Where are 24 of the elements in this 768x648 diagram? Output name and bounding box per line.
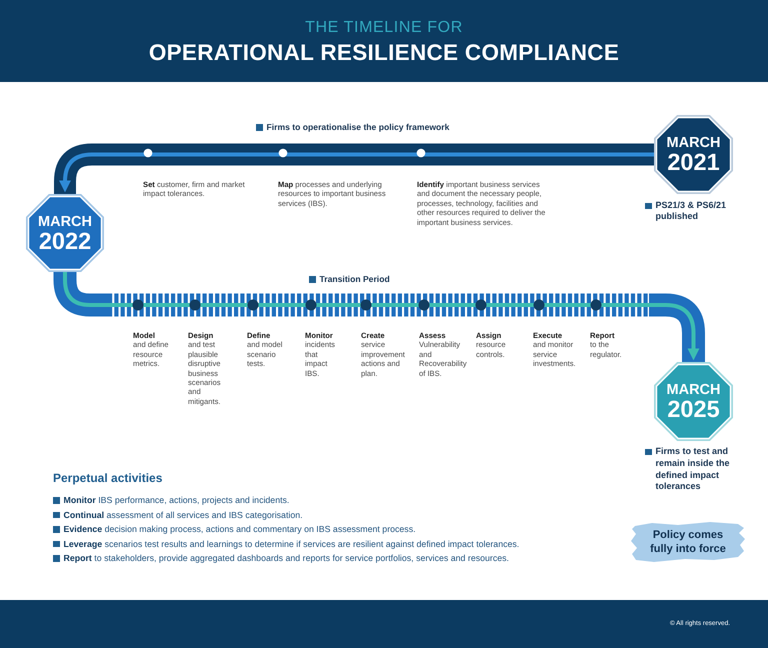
page-title: OPERATIONAL RESILIENCE COMPLIANCE — [148, 40, 620, 66]
month-label: MARCH — [666, 136, 720, 151]
activity-text: Leverage scenarios test results and learnings to determine if services are resilient against defined impact tolerances. — [64, 538, 520, 550]
year-label: 2022 — [38, 230, 92, 252]
activity-text: Report to stakeholders, provide aggregated dashboards and reports for service portfolios, services and resources. — [64, 553, 509, 564]
banner-text: Policy comes fully into force — [649, 528, 727, 556]
timeline-arrow — [54, 144, 654, 195]
milestone-note: Firms to test and remain inside the defined impact tolerances — [656, 446, 731, 494]
milestone-note: PS21/3 & PS6/21 published — [656, 200, 728, 222]
month-label: MARCH — [666, 383, 720, 398]
year-label: 2025 — [667, 398, 720, 420]
activity-text: Continual assessment of all services and IBS categorisation. — [64, 510, 303, 520]
edge-label: Firms to operationalise the policy framework — [266, 122, 450, 133]
activity-text: Evidence decision making process, actions and commentary on IBS assessment process. — [64, 524, 416, 535]
milestone-octagon — [654, 362, 733, 441]
milestone-octagon — [654, 115, 733, 194]
milestone-octagon — [26, 194, 104, 272]
brush-stroke-banner — [630, 520, 746, 563]
title-overline: THE TIMELINE FOR — [305, 19, 463, 37]
year-label: 2021 — [667, 151, 720, 173]
edge-label: Transition Period — [320, 274, 390, 285]
activity-text: Monitor IBS performance, actions, projects and incidents. — [64, 495, 290, 506]
month-label: MARCH — [38, 214, 92, 230]
section-heading: Perpetual activities — [53, 471, 162, 486]
